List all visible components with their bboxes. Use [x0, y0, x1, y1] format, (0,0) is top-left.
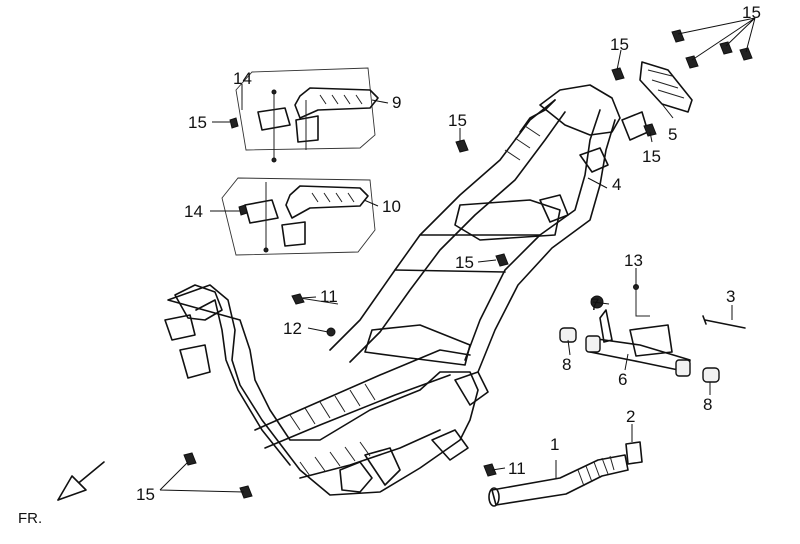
lower-footrest-panel [221, 177, 376, 256]
callout-11-lower: 11 [508, 459, 526, 478]
upper-footrest-panel [235, 67, 379, 163]
callout-14-lower: 14 [184, 202, 203, 221]
engine-hanger-assembly [559, 295, 720, 383]
callout-15-frame-top: 15 [448, 111, 467, 130]
callout-15-bottom-left: 15 [136, 485, 155, 504]
front-direction-arrow: FR. [18, 461, 105, 527]
callout-4: 4 [612, 175, 621, 194]
callout-11-upper: 11 [320, 287, 338, 306]
callout-15-carrier-lower: 15 [642, 147, 661, 166]
duct-clamp [625, 441, 643, 465]
callout-5: 5 [668, 125, 677, 144]
callout-15-carrier: 15 [610, 35, 629, 54]
main-frame-body [164, 84, 621, 496]
callout-13: 13 [624, 251, 643, 270]
callout-1: 1 [550, 435, 559, 454]
callout-8-left: 8 [562, 355, 571, 374]
bushing-right [702, 367, 720, 383]
intake-duct [488, 441, 643, 507]
callout-15-top-right: 15 [742, 3, 761, 22]
callout-15-footrest: 15 [188, 113, 207, 132]
callout-14-upper: 14 [233, 69, 252, 88]
callout-7: 7 [590, 295, 599, 314]
callout-10: 10 [382, 197, 401, 216]
nut-12 [326, 327, 336, 337]
callout-6: 6 [618, 370, 627, 389]
callouts: 15 15 15 15 15 15 15 5 4 14 14 9 10 11 1… [136, 3, 761, 504]
hanger-bolts [633, 284, 746, 329]
callout-12: 12 [283, 319, 302, 338]
bushing-left [559, 327, 577, 343]
callout-9: 9 [392, 93, 401, 112]
callout-2: 2 [626, 407, 635, 426]
callout-8-right: 8 [703, 395, 712, 414]
callout-15-mid: 15 [455, 253, 474, 272]
leader-lines [159, 17, 756, 493]
bolts [183, 29, 753, 499]
front-direction-label: FR. [18, 510, 42, 527]
callout-3: 3 [726, 287, 735, 306]
rear-carrier-bracket [621, 61, 693, 141]
